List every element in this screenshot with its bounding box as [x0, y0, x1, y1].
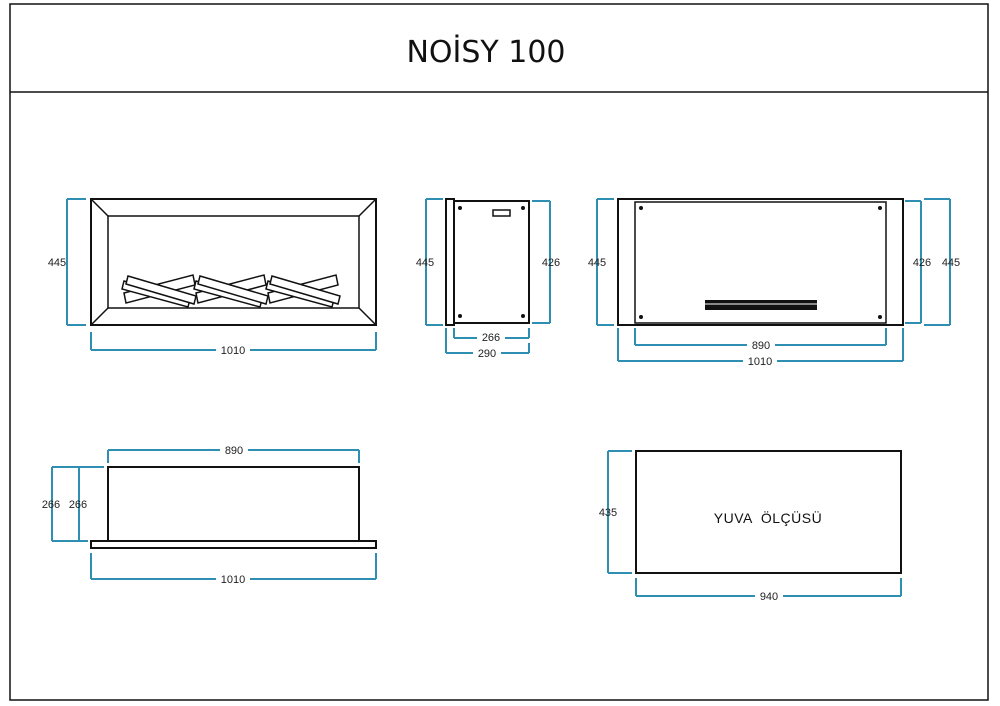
side-body — [453, 200, 530, 324]
side-screw-tr — [521, 206, 525, 210]
side-height-label: 445 — [416, 257, 434, 269]
front-height-label: 445 — [48, 257, 66, 269]
back-width-outer-label: 1010 — [748, 356, 772, 368]
back-screw-tr — [878, 206, 882, 210]
front-bevel-br — [358, 307, 377, 326]
front-outer-frame — [90, 198, 377, 326]
top-width-outer-bg — [216, 573, 250, 585]
front-width-label-bg — [216, 344, 250, 356]
side-inner-height-label: 426 — [542, 257, 560, 269]
back-screw-bl — [639, 315, 643, 319]
back-screw-tl — [639, 206, 643, 210]
front-width-label: 1010 — [221, 345, 245, 357]
back-outer-frame — [617, 198, 904, 326]
back-inner-height-label: 426 — [913, 257, 931, 269]
side-vent-slot — [492, 209, 511, 217]
back-view: 445 426 445 890 1010 — [588, 198, 960, 368]
front-bevel-tr — [358, 198, 377, 217]
side-depth-outer-label: 290 — [478, 348, 496, 360]
side-screw-br — [521, 314, 525, 318]
niche-width-label: 940 — [760, 591, 778, 603]
side-depth-outer-bg — [473, 347, 501, 359]
top-depth-a-label: 266 — [42, 499, 60, 511]
side-screw-bl — [458, 314, 462, 318]
top-width-outer-label: 1010 — [221, 574, 245, 586]
back-vent-grille — [705, 300, 817, 310]
back-screw-br — [878, 315, 882, 319]
top-view: 890 266 266 1010 — [42, 444, 377, 586]
niche-label: YUVA ÖLÇÜSÜ — [714, 509, 822, 526]
top-width-inner-bg — [220, 444, 248, 456]
side-view: 445 426 266 290 — [416, 198, 560, 360]
niche-outline — [635, 450, 902, 574]
top-body — [107, 466, 360, 542]
back-panel — [634, 201, 887, 324]
back-height-left-label: 445 — [588, 257, 606, 269]
sheet-border — [9, 3, 989, 701]
niche-height-label: 435 — [599, 507, 617, 519]
front-inner-frame — [107, 215, 360, 309]
back-width-inner-bg — [747, 339, 775, 351]
niche-width-bg — [755, 590, 783, 602]
back-height-right-label: 445 — [942, 257, 960, 269]
top-depth-b-label: 266 — [69, 499, 87, 511]
side-screw-tl — [458, 206, 462, 210]
log-set — [121, 274, 341, 308]
side-front-plate — [445, 198, 455, 326]
front-bevel-bl — [90, 307, 109, 326]
back-width-inner-label: 890 — [752, 340, 770, 352]
side-depth-inner-label: 266 — [482, 332, 500, 344]
front-bevel-tl — [90, 198, 109, 217]
niche-view: YUVA ÖLÇÜSÜ 435 940 — [599, 450, 902, 603]
front-view: 445 1010 — [48, 198, 377, 357]
top-front-plate — [90, 540, 377, 549]
top-width-inner-label: 890 — [225, 445, 243, 457]
page-title: NOİSY 100 — [406, 34, 565, 70]
back-width-outer-bg — [743, 355, 777, 367]
side-depth-inner-bg — [477, 331, 505, 343]
